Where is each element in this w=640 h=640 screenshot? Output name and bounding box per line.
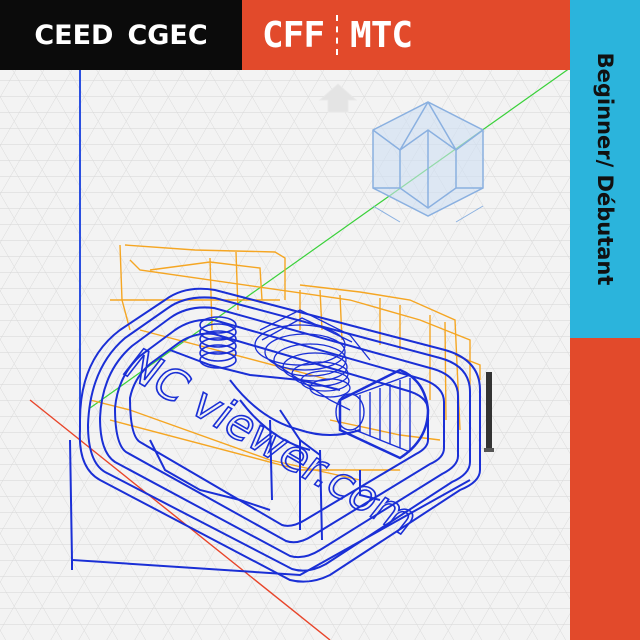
org-banner-right: CFF MTC bbox=[242, 0, 570, 70]
3d-viewport[interactable]: NC viewer.com bbox=[0, 0, 570, 640]
org-banner-left: CEED CGEC bbox=[0, 0, 242, 70]
tool-holder-icon bbox=[484, 372, 494, 452]
pocket-contours bbox=[254, 309, 371, 411]
home-icon[interactable] bbox=[318, 83, 358, 113]
banner-divider bbox=[336, 15, 339, 55]
axis-y-line bbox=[89, 67, 570, 409]
org-label-cff: CFF bbox=[262, 14, 325, 56]
view-cube-icon[interactable] bbox=[372, 101, 484, 223]
org-label-mtc: MTC bbox=[350, 14, 413, 56]
grid-floor-cross bbox=[0, 0, 570, 640]
helix-toolpath bbox=[199, 316, 237, 369]
org-label-ceed: CEED bbox=[34, 19, 114, 51]
level-panel: Beginner/ Débutant bbox=[570, 0, 640, 338]
org-label-cgec: CGEC bbox=[127, 19, 208, 51]
level-label: Beginner/ Débutant bbox=[593, 52, 617, 286]
org-logo-cgec: CGEC bbox=[127, 20, 207, 51]
org-logo-ceed: CEED bbox=[34, 20, 113, 51]
cylinder-toolpath bbox=[335, 368, 430, 460]
level-panel-accent bbox=[570, 338, 640, 640]
toolpath-canvas[interactable]: NC viewer.com bbox=[0, 0, 570, 640]
